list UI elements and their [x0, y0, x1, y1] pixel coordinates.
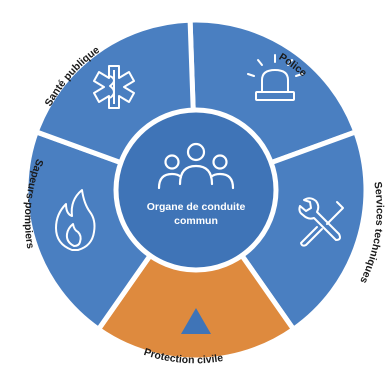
star-of-life-icon	[93, 65, 135, 109]
center-label-line1: Organe de conduite	[147, 201, 246, 213]
flame-icon	[55, 189, 96, 251]
center-label-line2: commun	[174, 215, 218, 227]
group-of-people-icon	[157, 142, 235, 190]
blue-triangle-icon	[181, 308, 211, 334]
siren-light-icon	[247, 54, 303, 101]
wrench-screwdriver-icon	[298, 197, 344, 247]
center-circle	[113, 107, 279, 273]
